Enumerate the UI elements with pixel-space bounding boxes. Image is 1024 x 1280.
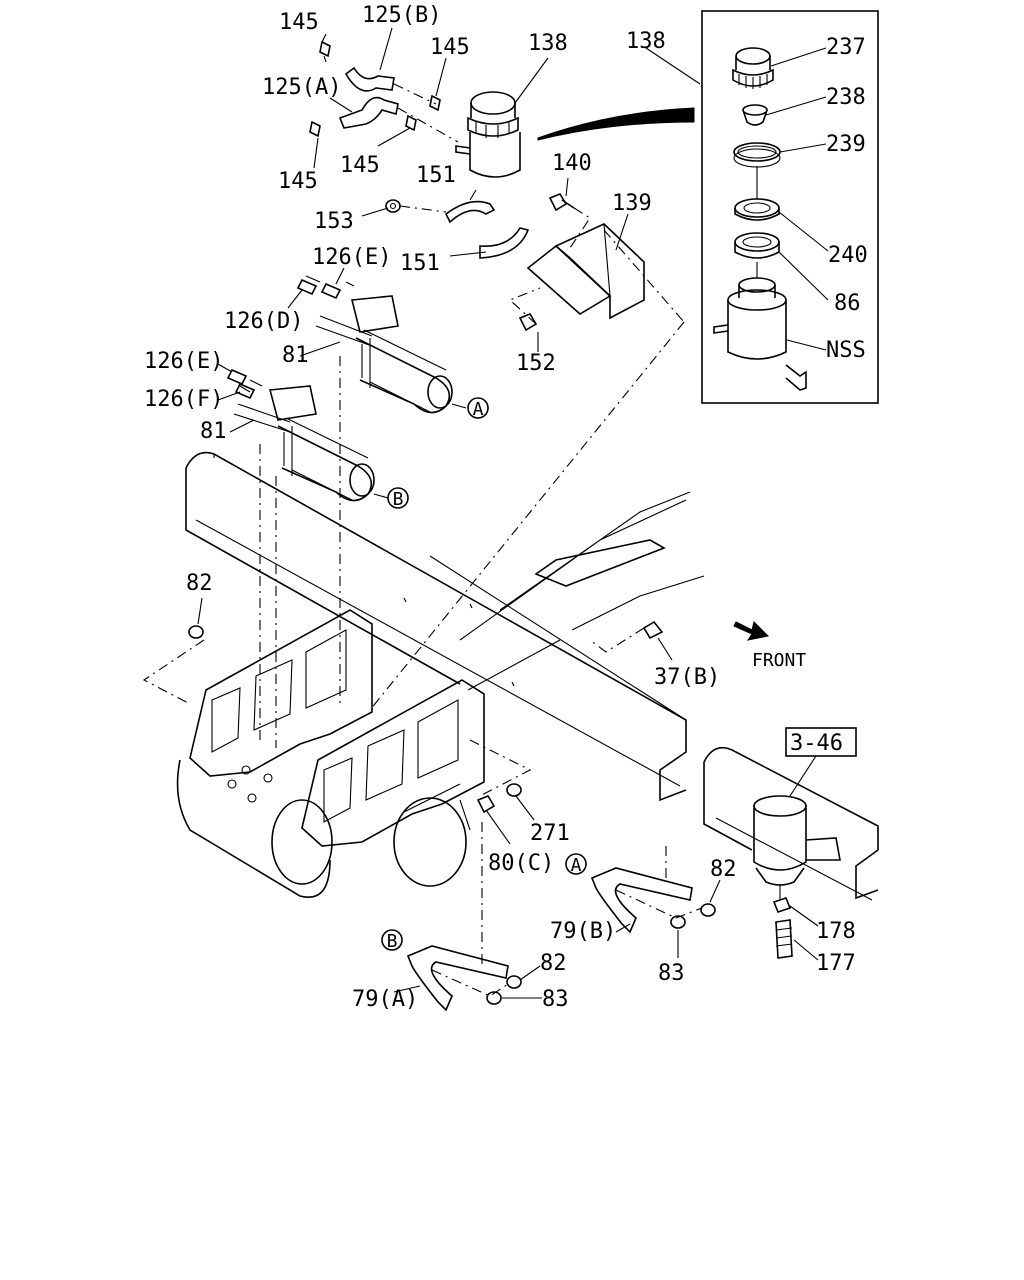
- hose-125b: [344, 66, 395, 92]
- nut-271: [506, 783, 522, 797]
- fitting-126e-upper: [320, 282, 342, 300]
- bolt-140: [548, 193, 575, 212]
- ring-part-86: [734, 232, 780, 259]
- nut-83-b: [486, 991, 502, 1005]
- fitting-126f: [234, 382, 256, 400]
- seal-part-240: [734, 198, 780, 221]
- label-83: 83: [658, 961, 685, 986]
- label-239: 239: [826, 132, 866, 157]
- inset-pointer: [537, 107, 695, 141]
- clamp-145-b: [429, 94, 441, 112]
- gasket-part-239: [733, 142, 781, 168]
- front-direction-arrow: [733, 621, 770, 641]
- ref-marker-b-upper: B: [387, 487, 409, 510]
- hose-125a: [338, 96, 399, 129]
- ref-marker-a-lower: A: [565, 853, 587, 876]
- label-82: 82: [710, 857, 737, 882]
- label-139: 139: [612, 191, 652, 216]
- ref-marker-b-lower: B: [381, 929, 403, 952]
- svg-text:B: B: [387, 931, 398, 952]
- label-37b: 37(B): [654, 665, 720, 690]
- nut-82-a: [188, 625, 204, 639]
- air-tank-left: [176, 759, 333, 898]
- ref-box-3-46: [785, 727, 857, 757]
- label-138: 138: [528, 31, 568, 56]
- ref-marker-a-upper: A: [467, 397, 489, 420]
- label-3-46: 3-46: [790, 731, 843, 756]
- dryer-3-46: [753, 795, 841, 886]
- label-140: 140: [552, 151, 592, 176]
- label-177: 177: [816, 951, 856, 976]
- frame-rail-right: [703, 746, 879, 901]
- label-145: 145: [340, 153, 380, 178]
- air-dryer-81-upper: [305, 275, 453, 414]
- fitting-126d: [296, 278, 318, 296]
- label-138: 138: [626, 29, 666, 54]
- frame-rail: [185, 451, 687, 802]
- clamp-145-d: [405, 114, 417, 132]
- label-145: 145: [430, 35, 470, 60]
- svg-text:A: A: [571, 855, 582, 876]
- filter-part-238: [742, 104, 768, 126]
- label-82: 82: [186, 571, 213, 596]
- mounting-plate-right: [301, 679, 485, 847]
- label-152: 152: [516, 351, 556, 376]
- cross-member: [459, 491, 705, 691]
- reservoir-detail-inset: [701, 10, 879, 404]
- svg-text:A: A: [473, 399, 484, 420]
- svg-text:B: B: [393, 489, 404, 510]
- inset-frame: [701, 10, 879, 404]
- air-dryer-81-lower: [233, 379, 375, 502]
- label-240: 240: [828, 243, 868, 268]
- bracket-79b: [590, 867, 693, 934]
- label-81: 81: [200, 419, 227, 444]
- muffler-177: [775, 919, 793, 959]
- label-238: 238: [826, 85, 866, 110]
- label-125a: 125(A): [262, 75, 341, 100]
- label-153: 153: [314, 209, 354, 234]
- label-82: 82: [540, 951, 567, 976]
- nut-82-c: [506, 975, 522, 989]
- label-79a: 79(A): [352, 987, 418, 1012]
- bolt-80c: [476, 795, 496, 814]
- fitting-178: [772, 897, 792, 913]
- label-237: 237: [826, 35, 866, 60]
- label-nss: NSS: [826, 338, 866, 363]
- label-271: 271: [530, 821, 570, 846]
- label-80c: 80(C): [488, 851, 554, 876]
- nut-82-b: [700, 903, 716, 917]
- label-79b: 79(B): [550, 919, 616, 944]
- bolt-37b: [642, 620, 664, 640]
- label-86: 86: [834, 291, 861, 316]
- bracket-79a: [406, 945, 509, 1012]
- label-front: FRONT: [752, 650, 806, 671]
- label-126d: 126(D): [224, 309, 303, 334]
- air-tank-right: [393, 783, 471, 887]
- reservoir-assembly-138: [455, 91, 521, 178]
- band-151-upper: [444, 200, 496, 224]
- nut-83-a: [670, 915, 686, 929]
- bracket-139: [526, 223, 645, 320]
- cap-part-237: [732, 47, 774, 89]
- nut-153: [385, 199, 401, 213]
- label-125b: 125(B): [362, 3, 441, 28]
- label-145: 145: [279, 10, 319, 35]
- label-83: 83: [542, 987, 569, 1012]
- label-126f: 126(F): [144, 387, 223, 412]
- label-81: 81: [282, 343, 309, 368]
- mounting-plate-left: [189, 609, 373, 777]
- label-151: 151: [400, 251, 440, 276]
- label-151: 151: [416, 163, 456, 188]
- label-126e: 126(E): [144, 349, 223, 374]
- label-178: 178: [816, 919, 856, 944]
- clamp-145-c: [309, 120, 321, 138]
- label-145: 145: [278, 169, 318, 194]
- label-126e: 126(E): [312, 245, 391, 270]
- fitting-126e-lower: [226, 368, 248, 386]
- reservoir-body-nss: [713, 277, 807, 391]
- clamp-145-a: [319, 40, 331, 63]
- band-151-lower: [479, 227, 530, 259]
